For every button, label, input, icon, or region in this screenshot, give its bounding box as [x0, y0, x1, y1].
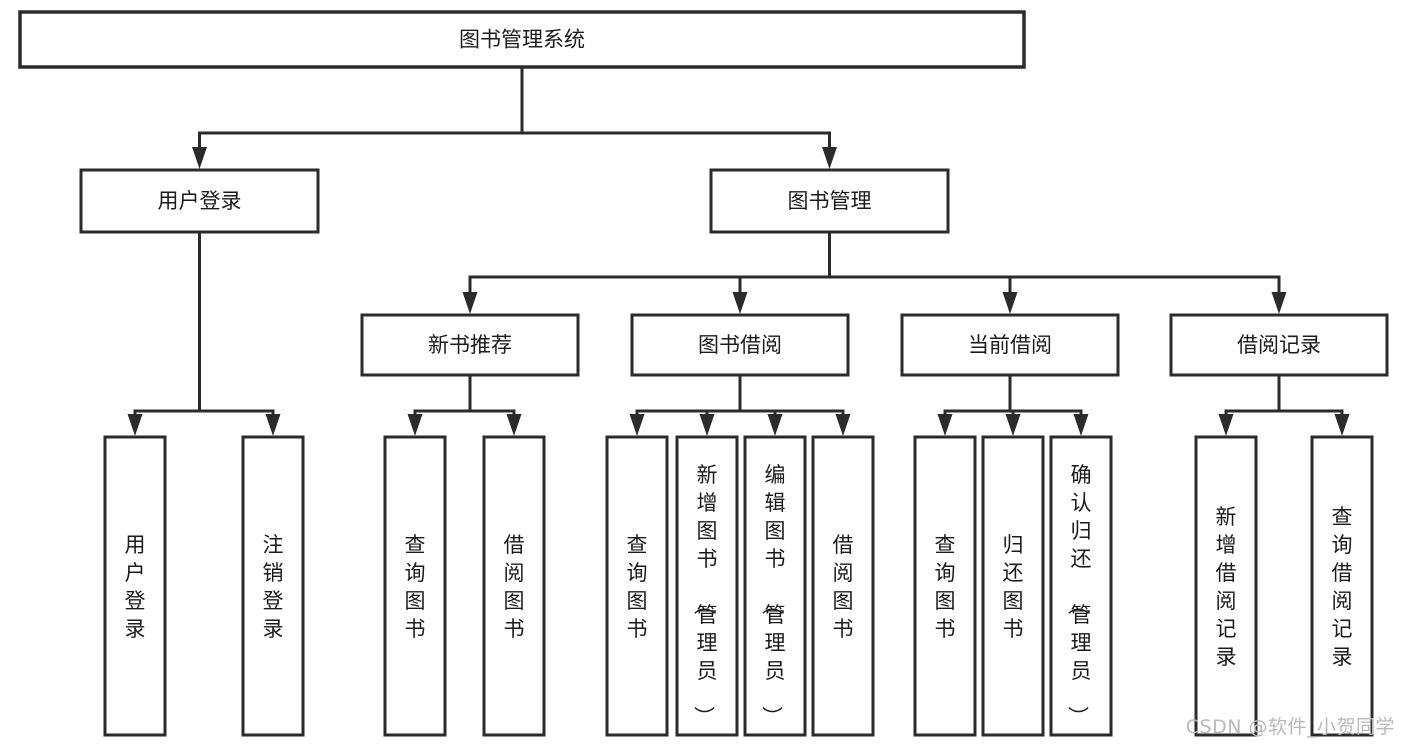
node-label: 借阅图书 — [833, 533, 854, 641]
edge-arrowhead — [1334, 414, 1350, 436]
node-borrow-record[interactable]: 借阅记录 — [1169, 313, 1389, 377]
edge-arrowhead — [407, 414, 423, 436]
node-box — [1049, 435, 1113, 737]
node-box — [675, 435, 739, 737]
node-label: 图书借阅 — [698, 333, 782, 357]
node-box — [605, 435, 669, 737]
edge-arrowhead — [462, 292, 478, 314]
edge-arrowhead — [835, 414, 851, 436]
node-label: 用户登录 — [125, 533, 146, 641]
edge-arrowhead — [192, 147, 207, 169]
edge-group-borrow_record — [1218, 373, 1350, 436]
node-leaf-query-record[interactable]: 查询借阅记录 — [1310, 435, 1374, 737]
node-leaf-add-book[interactable]: 新增图书（管理员） — [675, 435, 739, 737]
edge-arrowhead — [1271, 292, 1287, 314]
node-user-login[interactable]: 用户登录 — [79, 168, 320, 234]
edge-group-book_borrow — [629, 373, 851, 436]
node-box — [1310, 435, 1374, 737]
node-leaf-query-book-a[interactable]: 查询图书 — [383, 435, 447, 737]
node-label: 注销登录 — [263, 533, 284, 641]
node-leaf-user-login[interactable]: 用户登录 — [103, 435, 167, 737]
node-label: 查询图书 — [627, 533, 648, 641]
edge-arrowhead — [822, 147, 837, 169]
node-label: 确认归还（管理员） — [1066, 463, 1092, 727]
node-book-manage[interactable]: 图书管理 — [709, 168, 950, 234]
edge-arrowhead — [699, 414, 715, 436]
node-leaf-confirm-return[interactable]: 确认归还（管理员） — [1049, 435, 1113, 737]
node-label: 借阅记录 — [1237, 333, 1321, 357]
edge-arrowhead — [127, 414, 143, 436]
node-root[interactable]: 图书管理系统 — [18, 10, 1026, 69]
node-leaf-query-book-c[interactable]: 查询图书 — [913, 435, 977, 737]
node-box — [981, 435, 1045, 737]
node-label: 查询图书 — [935, 533, 956, 641]
node-new-book-rec[interactable]: 新书推荐 — [360, 313, 580, 377]
edge-group-root — [192, 65, 837, 169]
edge-group-book_manage — [462, 230, 1287, 314]
node-label: 新书推荐 — [428, 333, 512, 357]
edge-arrowhead — [265, 414, 281, 436]
node-box — [900, 313, 1120, 377]
node-label: 图书管理系统 — [459, 28, 585, 52]
node-box — [811, 435, 875, 737]
node-box — [383, 435, 447, 737]
node-leaf-borrow-book-a[interactable]: 借阅图书 — [482, 435, 546, 737]
edge-arrowhead — [937, 414, 953, 436]
node-leaf-user-logout[interactable]: 注销登录 — [241, 435, 305, 737]
node-label: 借阅图书 — [504, 533, 525, 641]
node-label: 当前借阅 — [968, 333, 1052, 357]
edges-layer — [127, 65, 1350, 436]
edge-group-new_book_rec — [407, 373, 522, 436]
edge-group-current_borrow — [937, 373, 1089, 436]
node-label: 新增借阅记录 — [1216, 505, 1237, 669]
node-leaf-return-book[interactable]: 归还图书 — [981, 435, 1045, 737]
node-box — [103, 435, 167, 737]
node-box — [1169, 313, 1389, 377]
node-label: 编辑图书（管理员） — [760, 463, 786, 727]
edge-arrowhead — [1002, 292, 1018, 314]
node-box — [913, 435, 977, 737]
nodes-layer: 图书管理系统用户登录图书管理新书推荐图书借阅当前借阅借阅记录用户登录注销登录查询… — [18, 10, 1389, 737]
node-leaf-borrow-book-b[interactable]: 借阅图书 — [811, 435, 875, 737]
node-label: 查询借阅记录 — [1332, 505, 1353, 669]
node-box — [18, 10, 1026, 69]
node-leaf-edit-book[interactable]: 编辑图书（管理员） — [743, 435, 807, 737]
edge-arrowhead — [732, 292, 748, 314]
node-box — [1194, 435, 1258, 737]
node-box — [709, 168, 950, 234]
node-label: 新增图书（管理员） — [692, 463, 718, 727]
node-label: 图书管理 — [788, 189, 872, 213]
node-box — [630, 313, 850, 377]
edge-arrowhead — [506, 414, 522, 436]
node-box — [743, 435, 807, 737]
node-leaf-query-book-b[interactable]: 查询图书 — [605, 435, 669, 737]
edge-arrowhead — [1218, 414, 1234, 436]
node-label: 用户登录 — [158, 189, 242, 213]
node-current-borrow[interactable]: 当前借阅 — [900, 313, 1120, 377]
node-box — [241, 435, 305, 737]
node-box — [79, 168, 320, 234]
edge-arrowhead — [629, 414, 645, 436]
node-box — [482, 435, 546, 737]
node-book-borrow[interactable]: 图书借阅 — [630, 313, 850, 377]
node-box — [360, 313, 580, 377]
node-leaf-add-record[interactable]: 新增借阅记录 — [1194, 435, 1258, 737]
edge-arrowhead — [1073, 414, 1089, 436]
node-label: 查询图书 — [405, 533, 426, 641]
edge-group-user_login — [127, 230, 281, 436]
edge-arrowhead — [1005, 414, 1021, 436]
node-label: 归还图书 — [1003, 533, 1024, 641]
edge-arrowhead — [767, 414, 783, 436]
